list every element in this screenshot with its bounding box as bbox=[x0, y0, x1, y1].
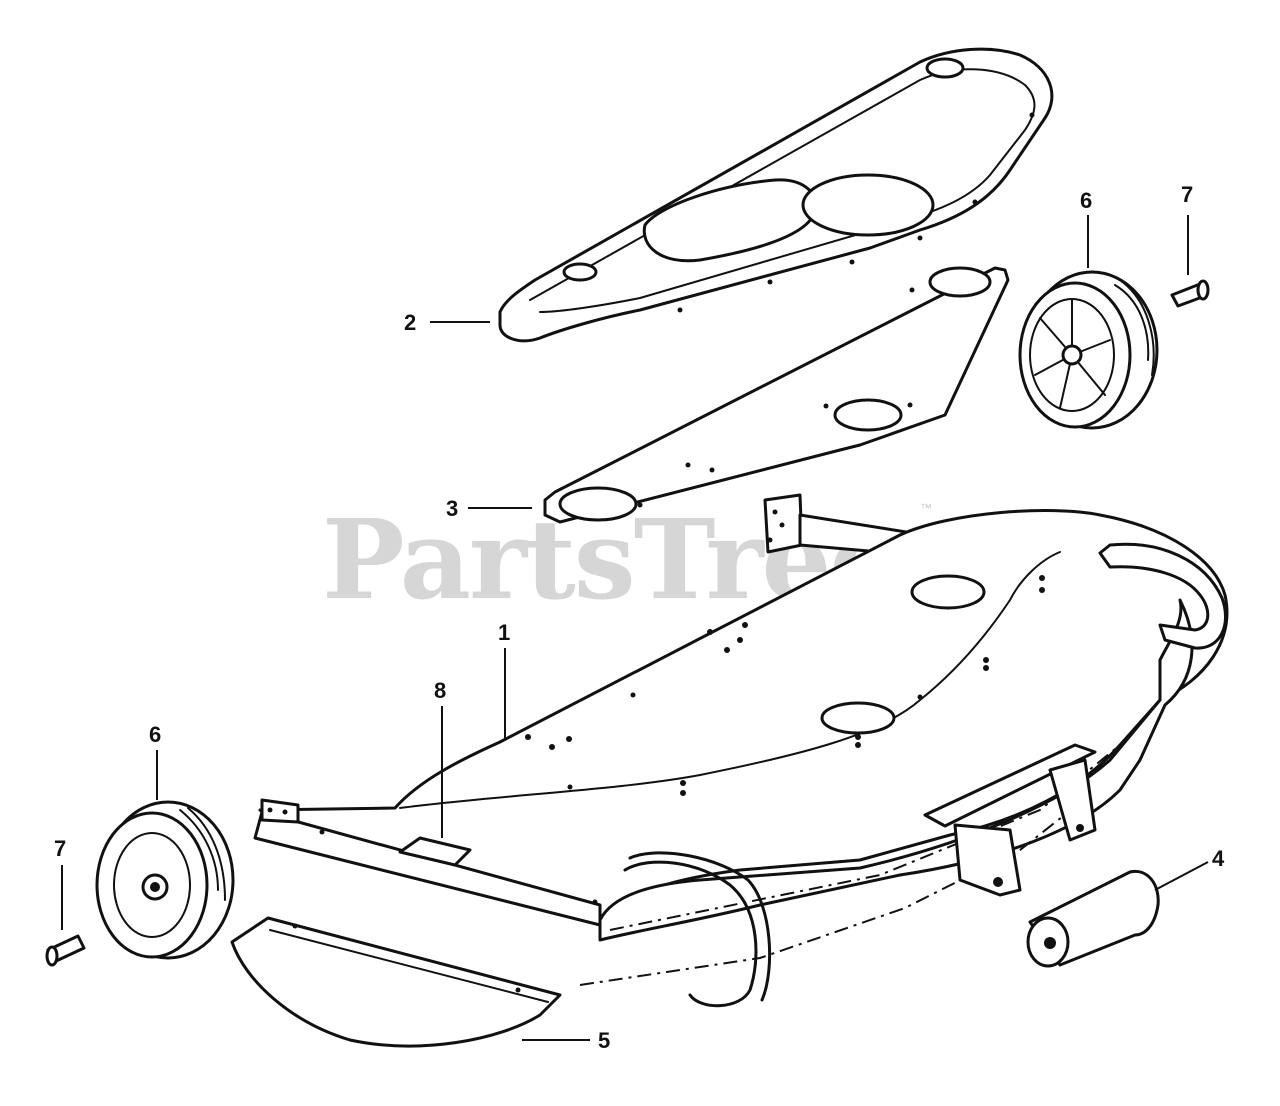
callout-labels: 2 3 1 4 5 6 7 6 7 8 bbox=[54, 182, 1225, 1053]
cover-knob-bottom bbox=[562, 262, 598, 282]
callout-6-right: 6 bbox=[1080, 188, 1092, 213]
part-1-deck-housing bbox=[253, 509, 1229, 1008]
callout-2: 2 bbox=[404, 310, 416, 335]
part-7-bolt-left bbox=[45, 934, 86, 967]
part-6-wheel-right bbox=[1018, 270, 1159, 430]
watermark-trademark: ™ bbox=[920, 501, 932, 515]
callout-leaders bbox=[61, 215, 1209, 1041]
cover-round-panel bbox=[801, 173, 935, 237]
part-6-wheel-left bbox=[95, 800, 235, 960]
deck-spindle-hole-upper bbox=[910, 574, 986, 610]
callout-1: 1 bbox=[498, 620, 510, 645]
part-7-bolt-right bbox=[1170, 279, 1210, 308]
callout-3: 3 bbox=[446, 496, 458, 521]
callout-4: 4 bbox=[1212, 846, 1225, 871]
callout-7-right: 7 bbox=[1181, 182, 1193, 207]
plate-hole-middle bbox=[833, 398, 903, 432]
cover-knob-top bbox=[925, 57, 965, 79]
callout-6-left: 6 bbox=[149, 722, 161, 747]
callout-8: 8 bbox=[434, 678, 446, 703]
part-5-discharge-shield bbox=[230, 916, 562, 1048]
callout-5: 5 bbox=[598, 1028, 610, 1053]
part-4-roller bbox=[1026, 869, 1160, 968]
plate-hole-upper bbox=[928, 266, 992, 298]
plate-hole-lower bbox=[558, 486, 638, 522]
callout-7-left: 7 bbox=[54, 836, 66, 861]
part-3-deck-plate bbox=[543, 266, 1010, 524]
part-8-decal bbox=[398, 836, 472, 867]
deck-spindle-hole-lower bbox=[820, 701, 896, 735]
part-2-belt-cover bbox=[498, 47, 1054, 343]
